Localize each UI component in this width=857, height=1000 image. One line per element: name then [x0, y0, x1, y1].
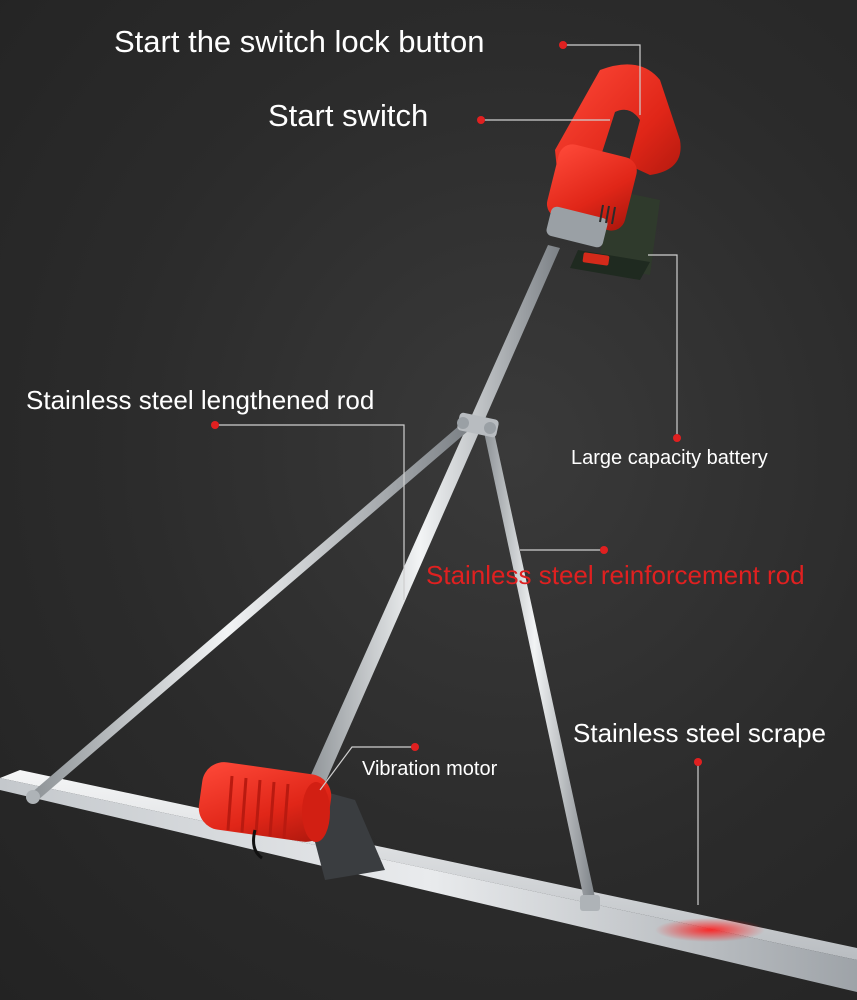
scrape-blade — [0, 770, 857, 992]
power-tool-head — [546, 64, 681, 248]
callout-dots — [211, 41, 702, 766]
label-vibration-motor: Vibration motor — [362, 758, 498, 780]
rod-feet — [26, 790, 600, 911]
label-battery: Large capacity battery — [571, 447, 768, 469]
callout-lines — [215, 44, 699, 905]
label-reinforcement-rod: Stainless steel reinforcement rod — [426, 560, 805, 590]
main-rod — [306, 245, 560, 790]
vibration-motor — [198, 762, 385, 880]
label-start-switch: Start switch — [268, 98, 429, 133]
rod-clamp — [457, 412, 499, 438]
left-reinforcement-rod — [30, 425, 468, 800]
label-scrape: Stainless steel scrape — [573, 718, 826, 748]
label-switch-lock: Start the switch lock button — [114, 24, 485, 59]
label-lengthened-rod: Stainless steel lengthened rod — [26, 385, 375, 415]
right-reinforcement-rod — [484, 432, 596, 904]
